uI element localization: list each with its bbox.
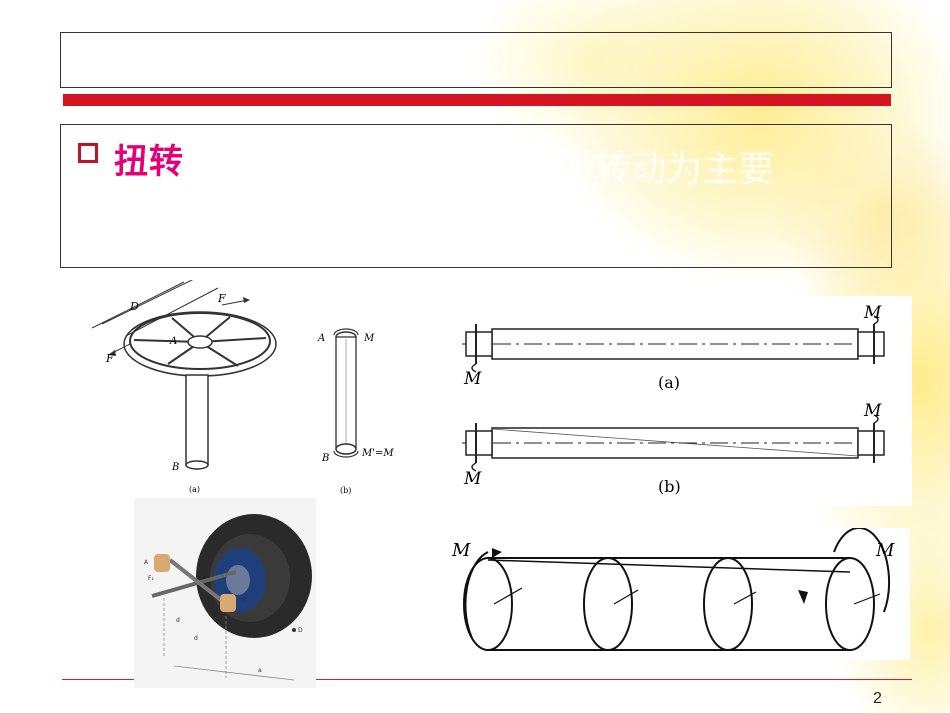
title-placeholder-box [60,32,892,88]
shaft-figures-panel: M M (a) M M (b) [452,296,912,506]
shaft-b-caption: (b) [658,477,681,496]
twisted-cylinder-figure: M M [450,528,910,660]
shaft-b-label-M-right: M [863,401,882,421]
section-heading: 扭转 [114,142,184,182]
rod-label-A: A [317,333,325,344]
label-F-left: F [105,352,114,365]
wrench-label-F1: F₁ [148,575,154,582]
rod-label-M2: M'=M [361,448,394,459]
rod-label-B: B [321,453,329,464]
label-A: A [169,336,177,347]
tire-wrench-illustration: A F₁ C F₂ B D d d a [134,498,316,688]
page-number: 2 [873,690,882,707]
wrench-label-B: B [242,597,246,604]
footer-line-left [62,679,134,680]
wrench-label-D: D [298,627,303,634]
footer-line-right [316,679,912,680]
rod-label-M: M [363,333,375,344]
caption-a: (a) [189,485,200,494]
shaft-a-label-M-right: M [863,303,882,323]
wrench-label-A: A [144,559,149,566]
shaft-b-label-M-left: M [463,469,482,489]
label-B: B [171,462,179,473]
caption-b: (b) [340,486,351,495]
wrench-label-d2: d [194,635,198,642]
content-text-box [60,124,892,268]
wrench-label-F2: F₂ [214,617,220,624]
shaft-a-caption: (a) [658,373,680,392]
square-bullet-icon [78,143,98,163]
steering-wheel-figure: D F F A B (a) [72,280,282,495]
header-divider-bar [63,94,891,106]
wrench-label-d1: d [176,617,180,624]
label-F-top: F [217,292,226,305]
cylinder-label-M-right: M [875,540,895,561]
cylinder-label-M-left: M [451,540,471,561]
rod-figure: A M B M'=M (b) [310,325,410,495]
wrench-label-C: C [214,601,218,608]
label-D: D [129,300,139,313]
wrench-label-a: a [258,667,262,674]
faded-text-line-1: 作相对转动为主要 [486,149,775,190]
faded-text-line-2: 为扭转。 [485,199,630,240]
shaft-a-label-M-left: M [463,369,482,389]
